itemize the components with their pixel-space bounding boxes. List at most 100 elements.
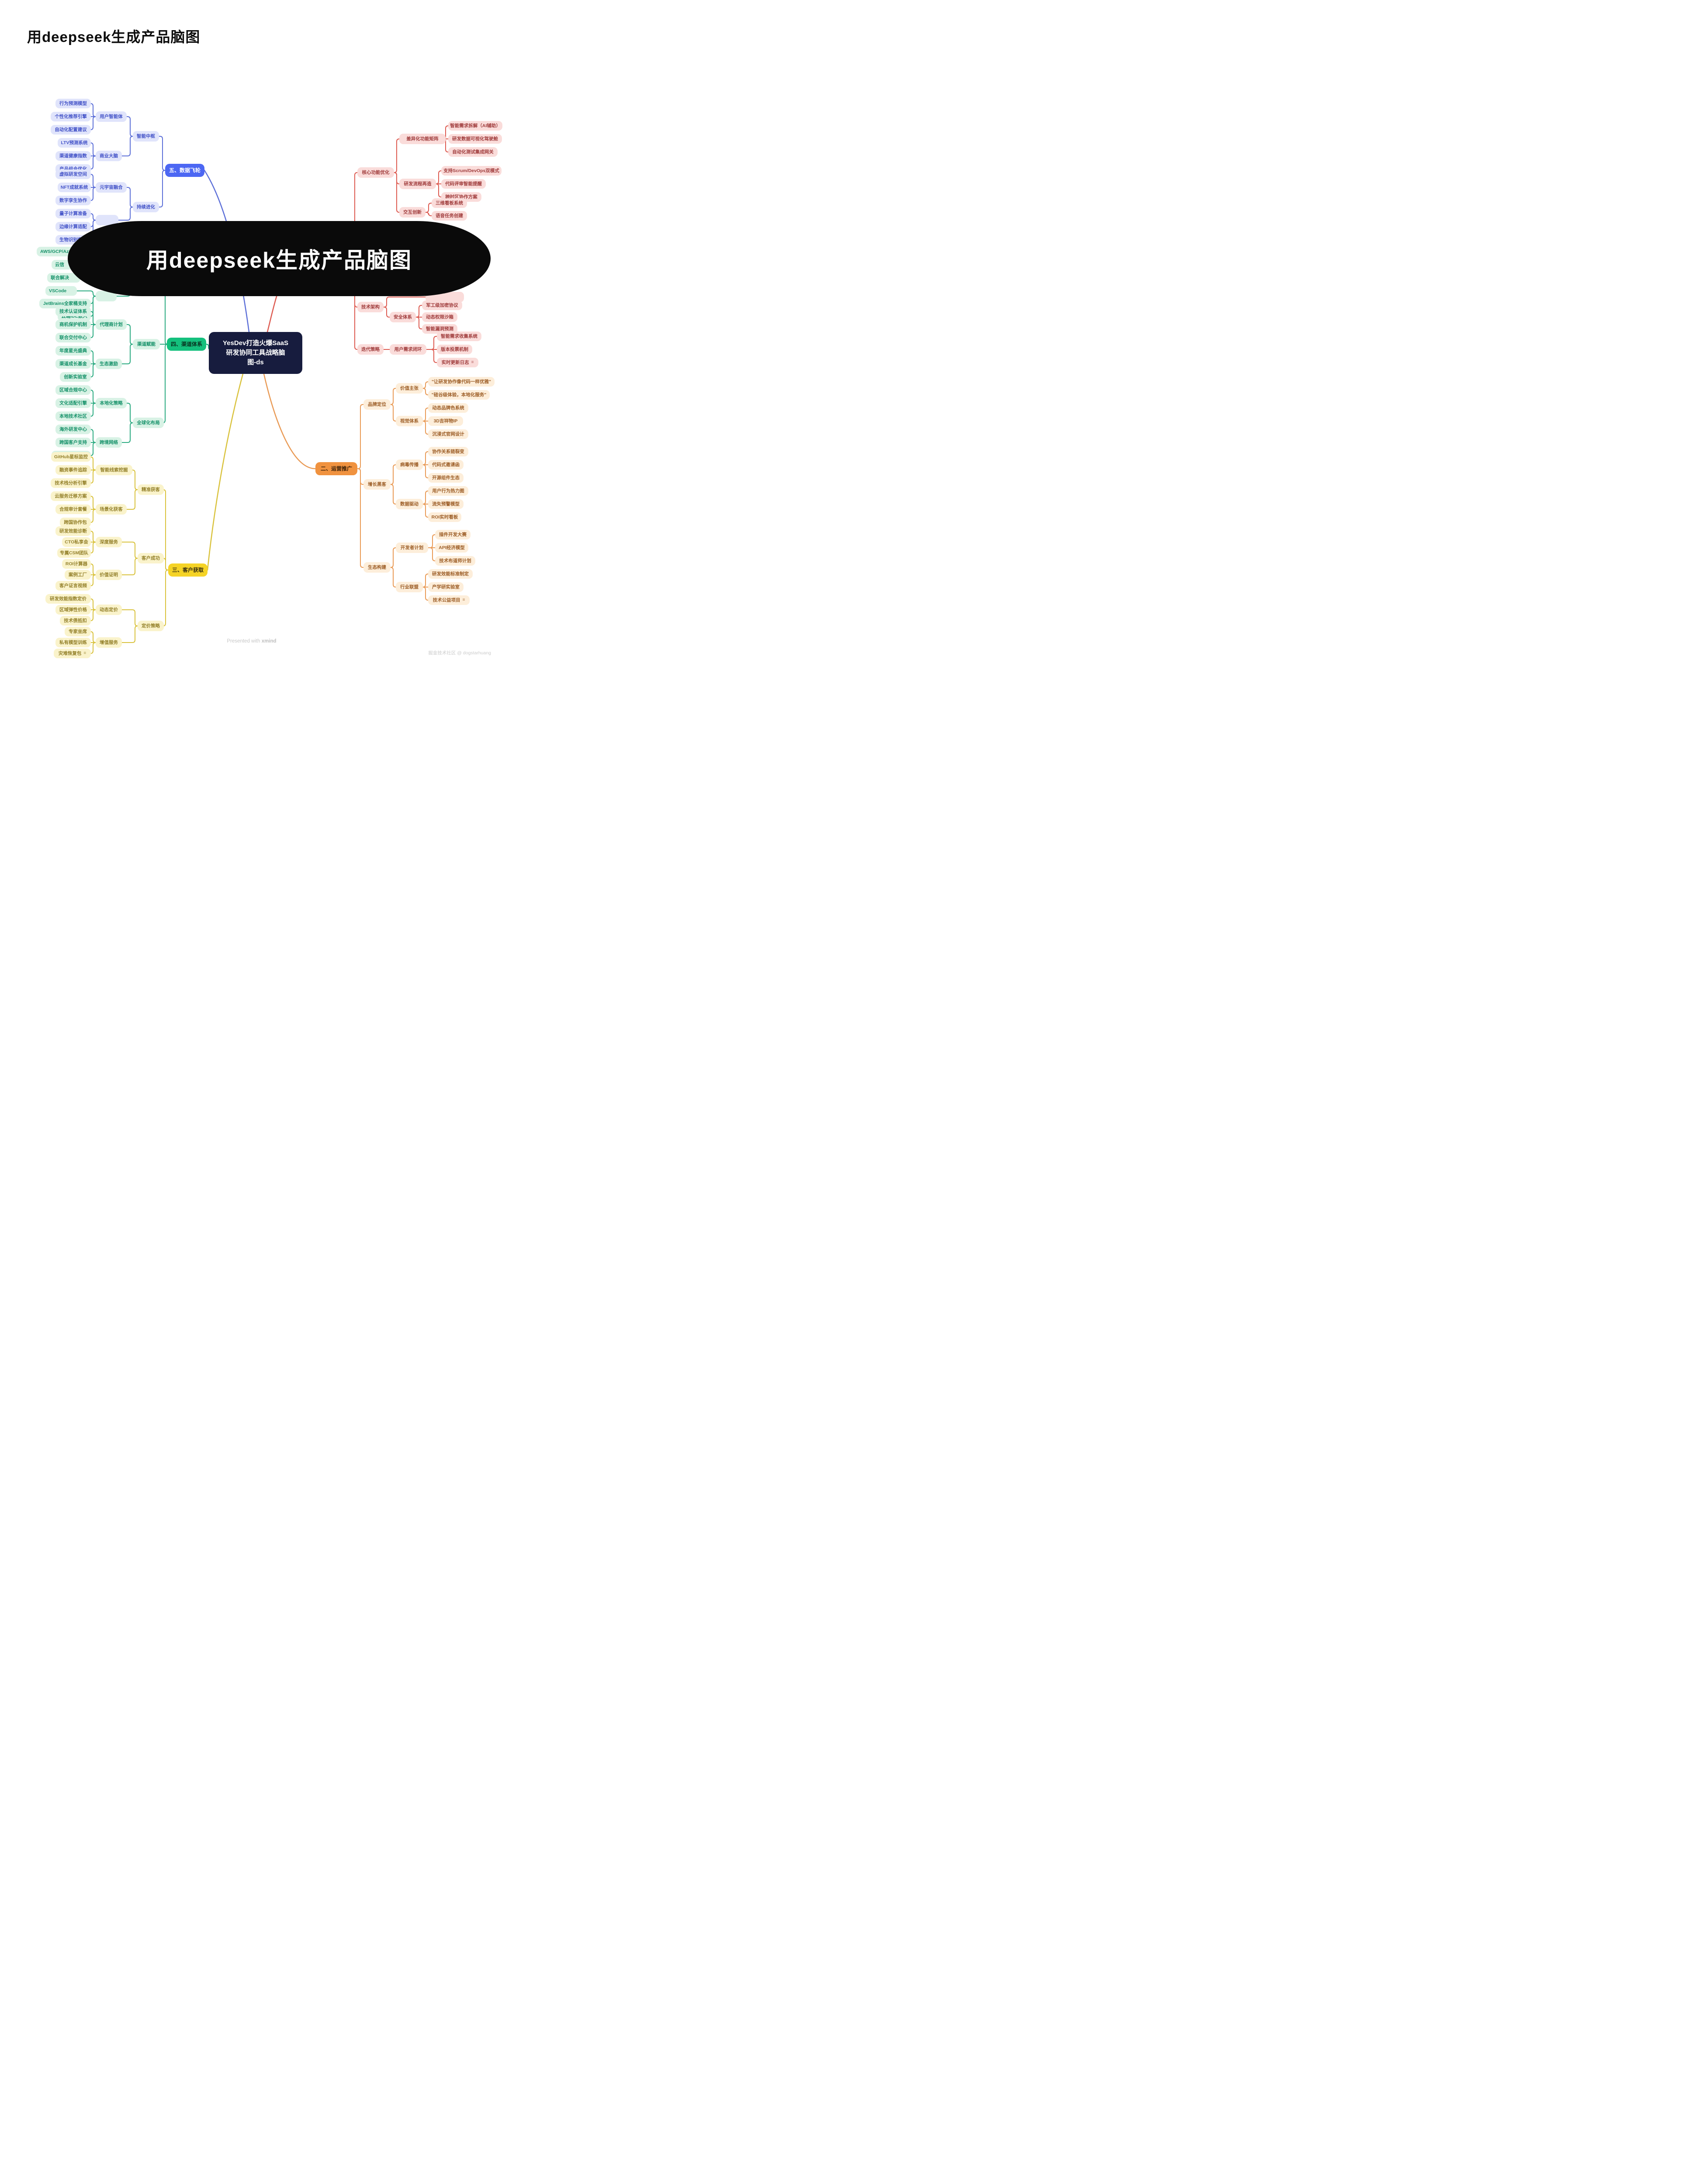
mindmap-node[interactable]: 研发数据可视化驾驶舱 (448, 134, 502, 144)
mindmap-node[interactable]: 技术栈分析引擎 (51, 478, 91, 488)
mindmap-node[interactable]: 商业大脑 (96, 151, 122, 161)
mindmap-node[interactable]: 价值证明 (96, 570, 122, 580)
mindmap-node[interactable]: 融资事件追踪 (55, 465, 91, 475)
mindmap-node[interactable]: 动态定价 (96, 605, 122, 615)
mindmap-node[interactable]: 用户智能体 (96, 111, 127, 122)
mindmap-node[interactable]: 插件开发大赛 (435, 530, 471, 539)
mindmap-node[interactable]: 开发者计划 (396, 543, 428, 553)
mindmap-node[interactable]: 研发效能标准制定 (428, 569, 473, 579)
mindmap-node[interactable]: 客户成功 (138, 553, 164, 563)
mindmap-node[interactable]: 海外研发中心 (55, 425, 91, 434)
mindmap-node[interactable]: 代理商计划 (96, 319, 127, 330)
mindmap-node[interactable]: 数据驱动 (396, 499, 423, 509)
mindmap-node[interactable]: JetBrains全家桶支持 (39, 299, 91, 308)
mindmap-node[interactable]: 开源组件生态 (428, 473, 464, 483)
mindmap-node[interactable]: 版本投票机制 (437, 345, 472, 354)
mindmap-node[interactable]: 军工级加密协议 (422, 301, 462, 310)
mindmap-node[interactable]: 语音任务创建 (432, 211, 467, 221)
mindmap-node[interactable]: AWS/GCP/Azure集成 (37, 247, 74, 256)
mindmap-node[interactable]: "硅谷级体验，本地化服务" (428, 390, 490, 400)
mindmap-node[interactable]: 文化适配引擎 (55, 398, 91, 408)
mindmap-node[interactable]: 渠道赋能 (133, 339, 160, 349)
mindmap-node[interactable]: 安全体系 (390, 312, 416, 322)
mindmap-node[interactable]: 个性化推荐引擎 (51, 112, 91, 121)
mindmap-node[interactable]: 跨国协作包 (60, 518, 91, 527)
mindmap-node[interactable]: 年度星光盛典 (55, 346, 91, 356)
mindmap-node[interactable]: 智能需求收集系统 (437, 332, 481, 341)
mindmap-node[interactable]: 云服务迁移方案 (51, 491, 91, 501)
mindmap-node[interactable]: 边缘计算适配 (55, 222, 91, 232)
mindmap-node[interactable]: 研发效能诊断 (55, 526, 91, 536)
mindmap-node[interactable]: 灾难恢复包≡ (54, 649, 91, 658)
mindmap-node[interactable]: 差异化功能矩阵 (399, 134, 446, 144)
mindmap-node[interactable]: 五、数据飞轮 (165, 164, 204, 177)
mindmap-node[interactable]: 行为预测模型 (55, 99, 91, 108)
mindmap-node[interactable]: 深度服务 (96, 537, 122, 547)
mindmap-node[interactable]: 协作关系链裂变 (428, 447, 468, 456)
mindmap-node[interactable]: 迭代策略 (357, 344, 384, 355)
mindmap-node[interactable]: 产学研实验室 (428, 582, 464, 592)
mindmap-node[interactable]: 智能线索挖掘 (96, 465, 132, 475)
mindmap-node[interactable]: 用户需求闭环 (390, 344, 426, 355)
mindmap-node[interactable]: 场景化获客 (96, 504, 127, 515)
mindmap-node[interactable]: 支持Scrum/DevOps双模式 (441, 166, 502, 176)
mindmap-node[interactable]: 智能中枢 (133, 131, 159, 142)
mindmap-node[interactable]: 专属CSM团队 (57, 548, 91, 558)
mindmap-node[interactable]: 实时更新日志≡ (437, 358, 478, 367)
mindmap-node[interactable]: 元宇宙融合 (96, 182, 127, 193)
mindmap-node[interactable]: 病毒传播 (396, 460, 423, 470)
mindmap-node[interactable]: 研发流程再造 (399, 179, 436, 189)
mindmap-node[interactable]: 核心功能优化 (357, 167, 394, 178)
mindmap-node[interactable]: 二、运营推广 (315, 462, 357, 475)
mindmap-node[interactable]: 渠道成长基金 (55, 359, 91, 369)
mindmap-node[interactable]: 技术公益项目≡ (428, 595, 470, 605)
mindmap-node[interactable]: ROI计算器 (62, 559, 91, 569)
mindmap-node[interactable]: 3D吉祥物IP (428, 416, 463, 426)
mindmap-node[interactable]: 价值主张 (396, 383, 423, 394)
mindmap-node[interactable]: 技术布道师计划 (435, 556, 475, 566)
mindmap-node[interactable]: 虚拟研发空间 (55, 169, 91, 179)
mindmap-node[interactable]: 三、客户获取 (168, 563, 208, 577)
mindmap-node[interactable]: 定价策略 (138, 621, 164, 631)
mindmap-node[interactable]: 研发效能指数定价 (45, 594, 91, 604)
mindmap-node[interactable]: 代码评审智能提醒 (441, 179, 486, 189)
mindmap-node[interactable]: NFT成就系统 (58, 183, 91, 192)
mindmap-node[interactable]: 全球化布局 (133, 418, 164, 428)
mindmap-node[interactable]: 生态激励 (96, 359, 122, 369)
mindmap-node[interactable]: 自动化测试集成网关 (448, 147, 498, 157)
mindmap-node[interactable]: 私有模型训练 (55, 638, 91, 647)
mindmap-node[interactable]: 技术认证体系 (55, 307, 91, 316)
mindmap-node[interactable]: 跨国客户支持 (55, 438, 91, 447)
central-topic-node[interactable]: YesDev打造火爆SaaS 研发协同工具战略脑 图-ds (209, 332, 302, 374)
mindmap-node[interactable]: ROI实时看板 (428, 512, 461, 522)
mindmap-node[interactable]: 增值服务 (96, 637, 122, 648)
mindmap-node[interactable]: 精准获客 (138, 484, 164, 495)
mindmap-node[interactable]: 渠道健康指数 (55, 151, 91, 161)
mindmap-node[interactable]: 案例工厂 (65, 570, 91, 580)
mindmap-node[interactable]: 跨境网络 (96, 437, 122, 448)
mindmap-node[interactable]: 智能需求拆解（AI辅助） (448, 121, 502, 131)
mindmap-node[interactable]: 联合解决 (47, 273, 80, 283)
mindmap-node[interactable]: 合规审计套餐 (55, 505, 91, 514)
mindmap-node[interactable]: 生态构建 (363, 562, 391, 573)
mindmap-node[interactable]: 客户证言视频 (55, 581, 91, 591)
mindmap-node[interactable]: 本地技术社区 (55, 411, 91, 421)
mindmap-node[interactable]: 联合交付中心 (55, 333, 91, 342)
mindmap-node[interactable]: 技术架构 (357, 302, 384, 312)
mindmap-node[interactable]: 用户行为热力图 (428, 486, 468, 496)
mindmap-node[interactable]: 本地化策略 (96, 398, 127, 408)
mindmap-node[interactable]: 数字孪生协作 (55, 196, 91, 205)
mindmap-node[interactable]: 品牌定位 (363, 399, 391, 410)
mindmap-node[interactable]: GitHub星标监控 (51, 452, 91, 462)
mindmap-node[interactable]: 商机保护机制 (55, 320, 91, 329)
mindmap-node[interactable]: 沉浸式官网设计 (428, 429, 468, 439)
mindmap-node[interactable]: 视觉体系 (396, 416, 423, 426)
mindmap-node[interactable]: 持续进化 (133, 202, 159, 212)
mindmap-node[interactable]: 智能漏洞预测 (422, 324, 457, 334)
mindmap-node[interactable]: "让研发协作像代码一样优雅" (428, 377, 495, 387)
mindmap-node[interactable]: 动态权限沙箱 (422, 312, 457, 322)
mindmap-node[interactable]: 创新实验室 (60, 372, 91, 382)
mindmap-node[interactable]: 量子计算准备 (55, 209, 91, 218)
mindmap-node[interactable]: 交互创新 (399, 207, 426, 218)
mindmap-node[interactable]: 三维看板系统 (432, 198, 467, 208)
